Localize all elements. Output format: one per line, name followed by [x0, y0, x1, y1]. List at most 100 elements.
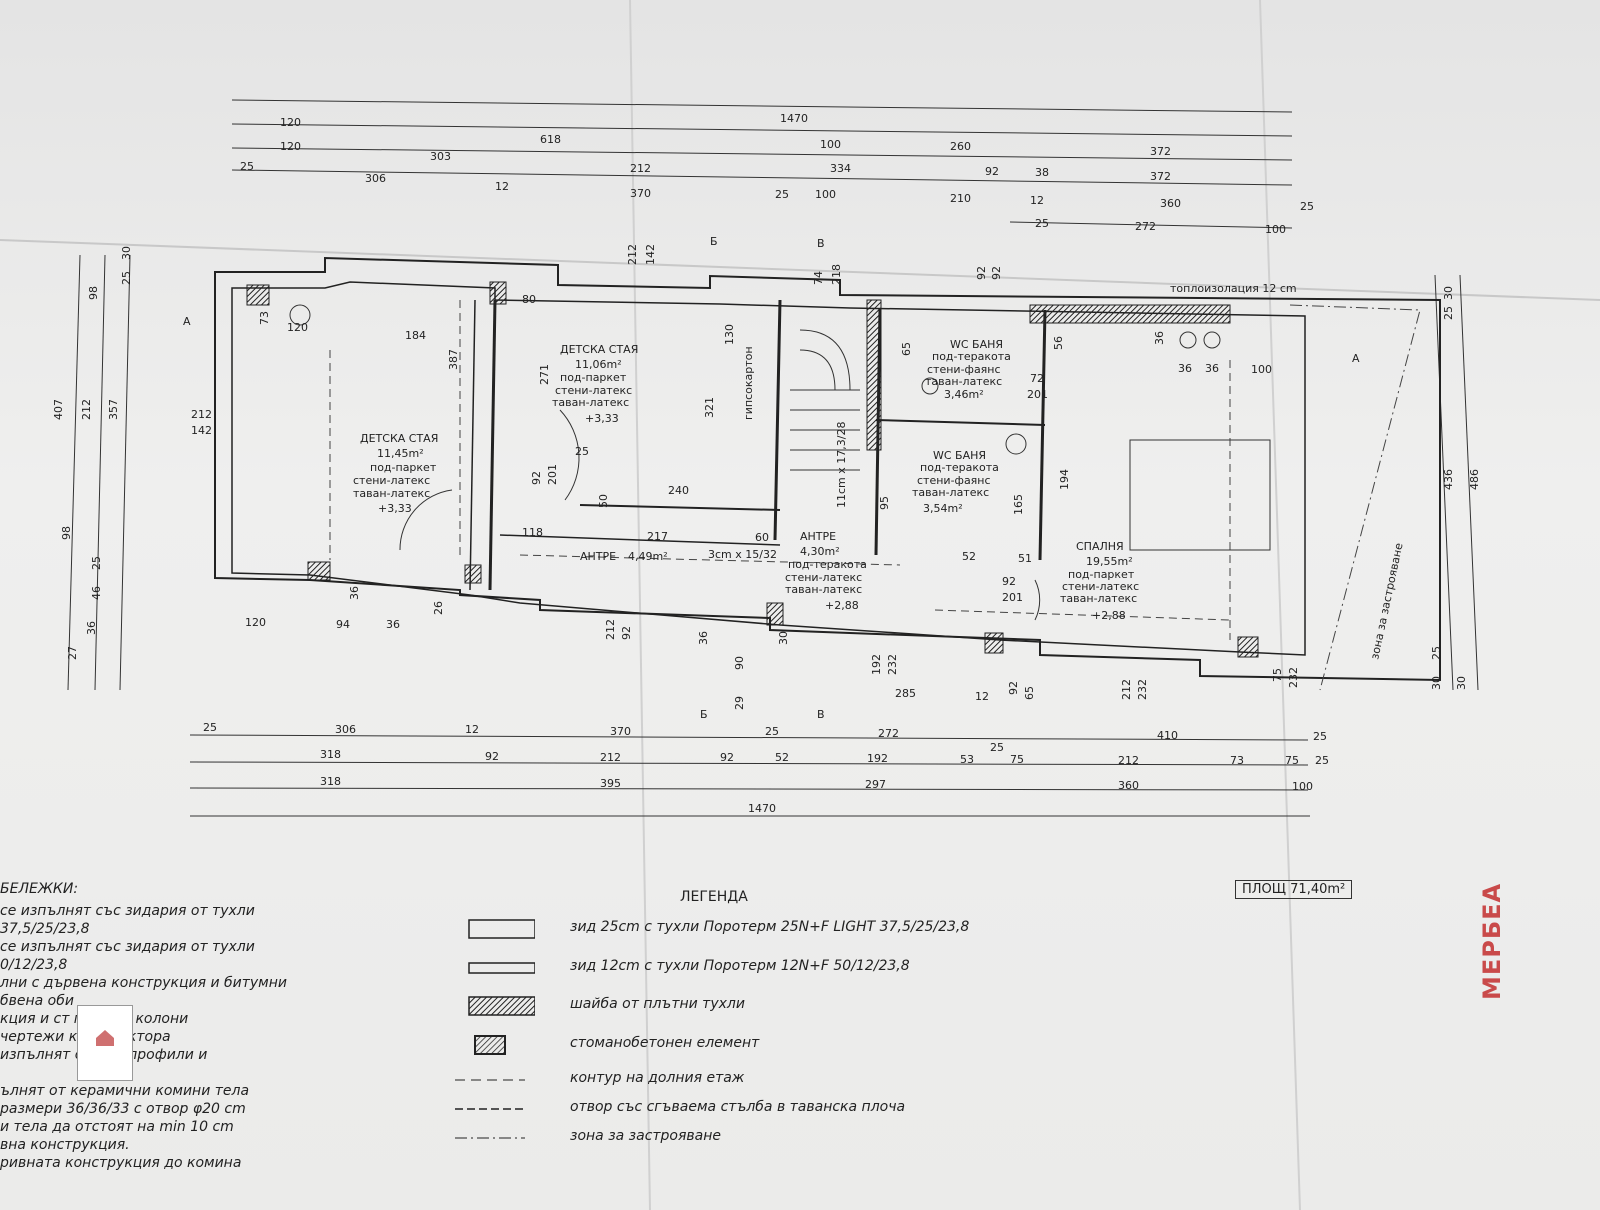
lower-floor-contour	[329, 300, 1231, 640]
room-1-walls: стени-латекс	[555, 384, 632, 397]
dim-left-9: 30	[120, 246, 133, 260]
insulation-label: топлоизолация 12 cm	[1170, 282, 1297, 295]
legend-text: отвор със сгъваема стълба в таванска пло…	[570, 1099, 906, 1115]
section-a-right: A	[1352, 352, 1360, 365]
dim-bot-r1-2: 12	[465, 723, 479, 736]
section-b-top: Б	[710, 235, 718, 248]
room-5-floor: под-теракота	[788, 558, 867, 571]
idim-43: 36	[348, 586, 361, 600]
room-3-floor: под-теракота	[920, 461, 999, 474]
notes-line: бвена оби	[0, 993, 74, 1009]
idim-26: 36	[1205, 362, 1219, 375]
legend-text: зид 25cm с тухли Поротерм 25N+F LIGHT 37…	[570, 919, 970, 935]
dim-bot-r2-6: 53	[960, 753, 974, 766]
idim-18: 218	[830, 264, 843, 285]
idim-49: 30	[777, 631, 790, 645]
room-5-name: АНТРЕ	[800, 530, 836, 543]
idim-7: 271	[538, 364, 551, 385]
room-6-name: СПАЛНЯ	[1076, 540, 1124, 553]
room-2-floor: под-теракота	[932, 350, 1011, 363]
idim-3: 387	[447, 349, 460, 370]
idim-36: 201	[1002, 591, 1023, 604]
bed-icon	[1129, 439, 1271, 551]
idim-58: 75	[1271, 668, 1284, 682]
idim-59: 232	[1287, 667, 1300, 688]
idim-4: 80	[522, 293, 536, 306]
dim-bot-r2-2: 212	[600, 751, 621, 764]
idim-27: 100	[1251, 363, 1272, 376]
idim-13: 240	[668, 484, 689, 497]
notes-title: БЕЛЕЖКИ:	[0, 881, 79, 897]
dim-top-r2-3: 260	[950, 140, 971, 153]
dim-bot-r2-8: 75	[1010, 753, 1024, 766]
notes-line: се изпълнят със зидария от тухли	[0, 903, 255, 919]
shear-wall-symbol-icon	[468, 996, 535, 1016]
stove-icon	[1179, 331, 1197, 349]
idim-39: 120	[245, 616, 266, 629]
dim-bot-r2-9: 212	[1118, 754, 1139, 767]
dim-bot-r2-12: 25	[1315, 754, 1329, 767]
room-5-level: +2,88	[825, 599, 859, 612]
dim-bot-r2-5: 192	[867, 752, 888, 765]
dim-bot-r2-1: 92	[485, 750, 499, 763]
room-5-walls: стени-латекс	[785, 571, 862, 584]
room-1-floor: под-паркет	[560, 371, 627, 384]
top-dims-text: 1470 120 618 100 260 372 120 303 212 334…	[240, 112, 1314, 236]
dim-top-r4-3: 370	[630, 187, 651, 200]
dim-top-r2-2: 100	[820, 138, 841, 151]
dash-dot-line-icon	[455, 1137, 525, 1139]
dim-bot-r2-3: 92	[720, 751, 734, 764]
dim-top-r2-0: 120	[280, 116, 301, 129]
room-3-ceiling: таван-латекс	[912, 486, 989, 499]
idim-21: 130	[723, 324, 736, 345]
idim-24: 36	[1153, 331, 1166, 345]
dim-top-r4-0: 25	[240, 160, 254, 173]
room-6-ceiling: таван-латекс	[1060, 592, 1137, 605]
dim-bot-r2-10: 73	[1230, 754, 1244, 767]
dim-top-r4-4: 25	[775, 188, 789, 201]
room-2-ceiling: таван-латекс	[925, 375, 1002, 388]
top-dimension-lines	[231, 99, 1293, 229]
idim-42: 26	[432, 601, 445, 615]
idim-35: 92	[1002, 575, 1016, 588]
room-0-level: +3,33	[378, 502, 412, 515]
notes-line: кция и ст греди и колони	[0, 1011, 189, 1027]
idim-28: 72	[1030, 372, 1044, 385]
dim-top-r3-3: 334	[830, 162, 851, 175]
idim-31: 95	[878, 496, 891, 510]
idim-30: 194	[1058, 469, 1071, 490]
dim-top-r2-4: 372	[1150, 145, 1171, 158]
room-6-area: 19,55m²	[1086, 555, 1133, 568]
dim-left-1: 212	[80, 399, 93, 420]
idim-56: 212	[1120, 679, 1133, 700]
room-3-walls: стени-фаянс	[917, 474, 991, 487]
notes-line: 37,5/25/23,8	[0, 921, 90, 937]
dim-top-r3-5: 38	[1035, 166, 1049, 179]
idim-37: 212	[191, 408, 212, 421]
room-0-area: 11,45m²	[377, 447, 424, 460]
idim-29: 201	[1027, 388, 1048, 401]
section-v-bottom: В	[817, 708, 825, 721]
dim-top-r4-8: 360	[1160, 197, 1181, 210]
dim-bot-r2-4: 52	[775, 751, 789, 764]
dim-right-2: 25	[1442, 306, 1455, 320]
dim-left-0: 407	[52, 399, 65, 420]
interior-dims: 120 184 73 387 80 142 212 271 92 201 118…	[191, 244, 1300, 710]
dim-bot-r1-6: 410	[1157, 729, 1178, 742]
idim-22: 65	[900, 342, 913, 356]
dim-bot-r3-0: 318	[320, 775, 341, 788]
dim-top-r4-1: 306	[365, 172, 386, 185]
room-3-area: 3,54m²	[923, 502, 963, 515]
legend-text: контур на долния етаж	[570, 1070, 745, 1086]
dim-bot-r1-3: 370	[610, 725, 631, 738]
dim-top-r4-6: 210	[950, 192, 971, 205]
idim-10: 118	[522, 526, 543, 539]
dim-right-5: 25	[1430, 646, 1443, 660]
notes-line: ълнят от керамични комини тела	[0, 1083, 250, 1099]
notes-line: лни с дървена конструкция и битумни	[0, 975, 287, 991]
room-1-ceiling: таван-латекс	[552, 396, 629, 409]
idim-54: 92	[1007, 681, 1020, 695]
idim-25: 36	[1178, 362, 1192, 375]
idim-32: 165	[1012, 494, 1025, 515]
